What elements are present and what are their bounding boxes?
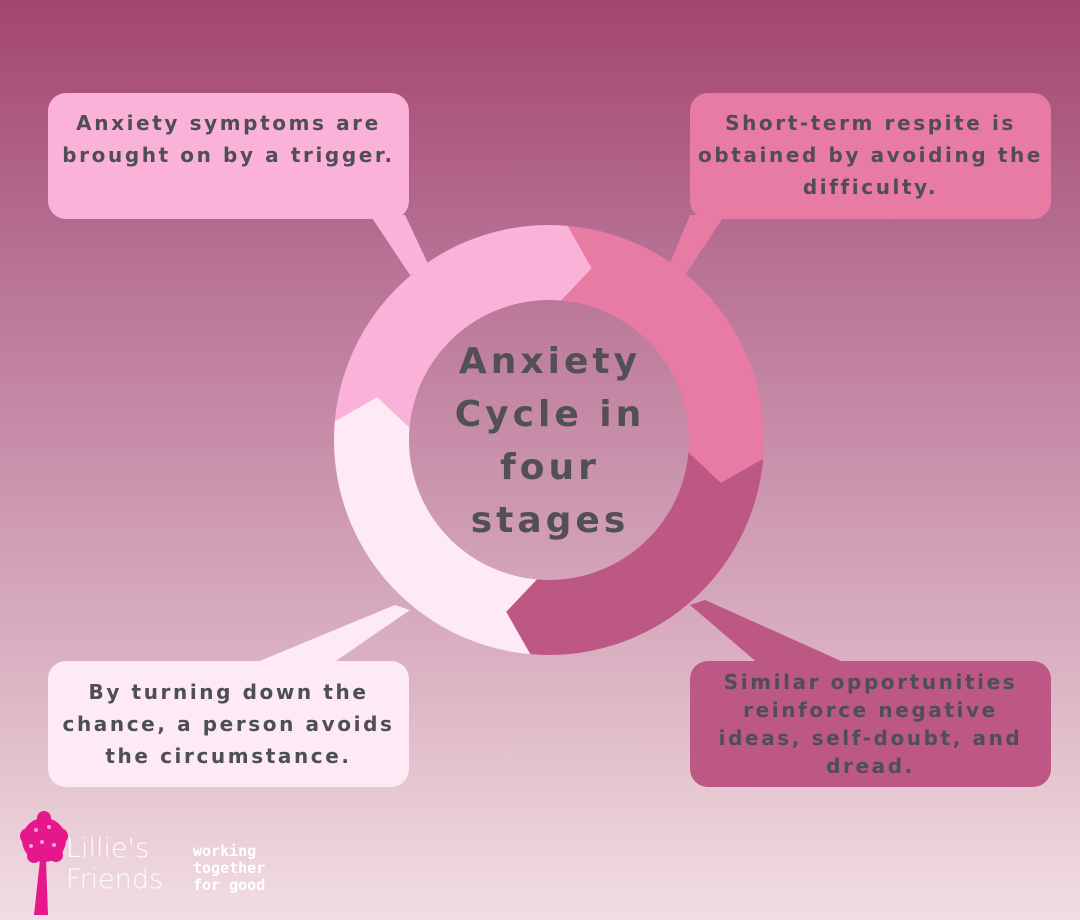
stage-4-callout: By turning down the chance, a person avo… <box>48 661 409 787</box>
tail-stage-1 <box>370 215 430 275</box>
stage-3-callout: Similar opportunities reinforce negative… <box>690 661 1051 787</box>
logo-name: Lillie's Friends <box>66 833 164 895</box>
cycle-segment-3 <box>506 452 764 655</box>
logo-tagline: working together for good <box>193 842 266 894</box>
stage-2-callout: Short-term respite is obtained by avoidi… <box>690 93 1051 219</box>
tree-logo-icon <box>20 811 68 915</box>
tail-stage-3 <box>690 600 850 665</box>
diagram-title: Anxiety Cycle in four stages <box>454 341 646 541</box>
tail-stage-2 <box>668 215 725 275</box>
tail-stage-4 <box>250 605 410 665</box>
stage-1-callout: Anxiety symptoms are brought on by a tri… <box>48 93 409 219</box>
cycle-segment-2 <box>561 225 764 483</box>
cycle-segment-1 <box>334 224 592 428</box>
cycle-segment-4 <box>334 397 537 655</box>
